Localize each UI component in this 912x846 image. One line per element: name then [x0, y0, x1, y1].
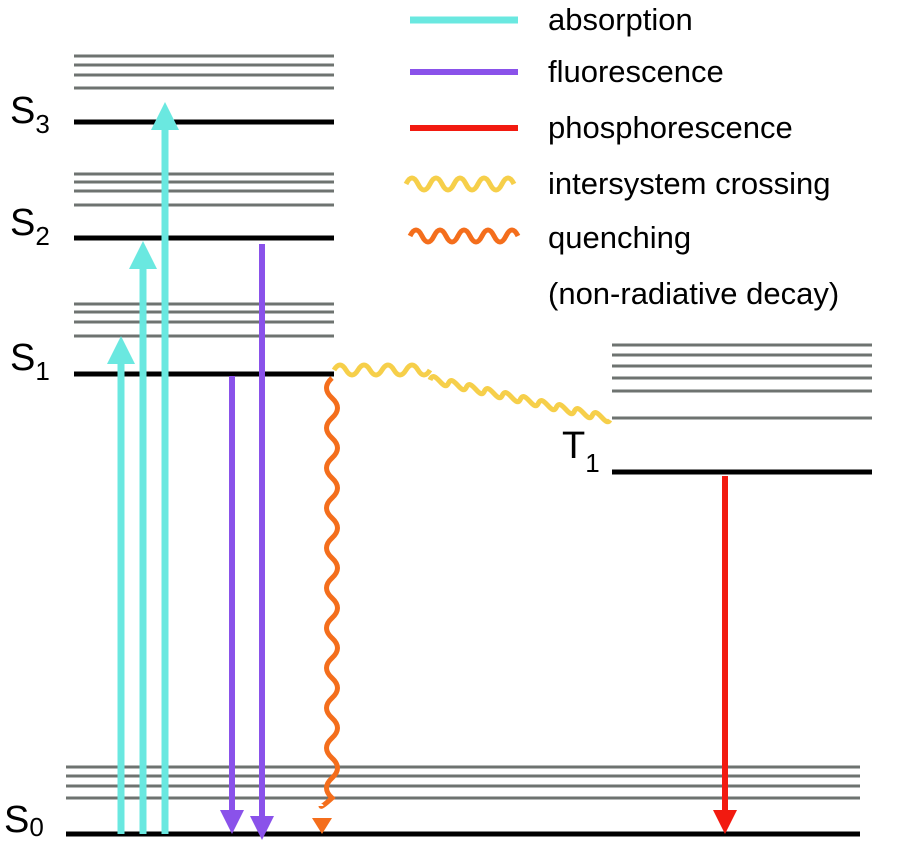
legend-fluorescence-label: fluorescence — [548, 54, 724, 89]
legend-phosphorescence-label: phosphorescence — [548, 110, 793, 145]
s0-vibrational-levels — [66, 765, 860, 800]
s3-label: S3 — [10, 90, 50, 139]
s2-vibrational-levels — [74, 172, 334, 207]
legend-intersystem-crossing-swatch — [403, 175, 517, 193]
legend-quenching-note: (non-radiative decay) — [548, 276, 839, 311]
s1-label: S1 — [10, 337, 50, 386]
t1-label: T1 — [562, 425, 600, 478]
s2-label: S2 — [10, 202, 50, 251]
legend: absorption fluorescence phosphorescence … — [403, 2, 839, 311]
s1-vibrational-levels — [74, 302, 334, 338]
t1-vibrational-levels — [612, 343, 872, 420]
s0-label: S0 — [4, 799, 44, 842]
intersystem-crossing-wavy-line — [331, 362, 433, 378]
quenching-arrowhead — [312, 818, 332, 834]
legend-absorption-label: absorption — [548, 2, 693, 37]
legend-quenching-swatch — [407, 227, 521, 245]
quenching-wavy-arrow — [318, 376, 340, 809]
legend-intersystem-crossing-label: intersystem crossing — [548, 166, 831, 201]
legend-quenching-label: quenching — [548, 220, 691, 255]
intersystem-crossing-wavy-line-2 — [427, 374, 613, 425]
s3-vibrational-levels — [74, 54, 334, 90]
